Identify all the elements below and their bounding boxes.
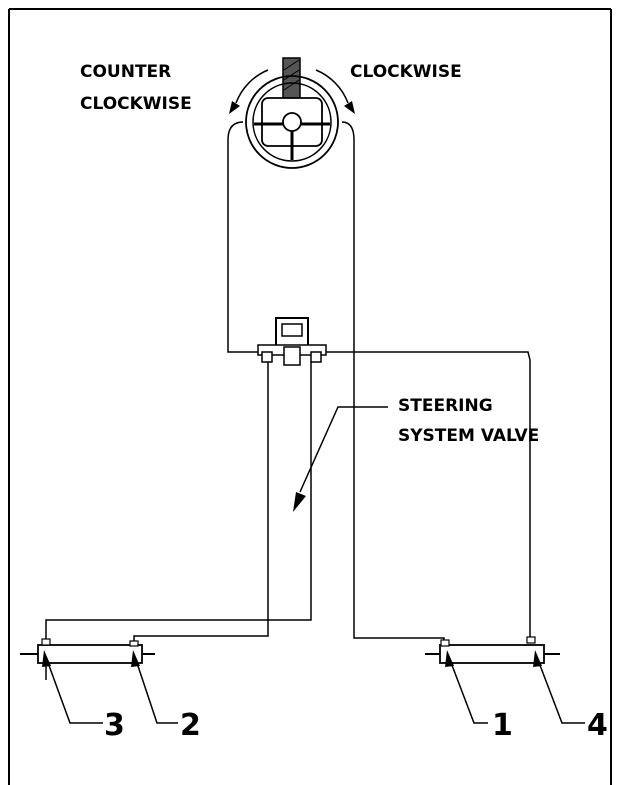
- clockwise-arrow: [315, 69, 349, 104]
- valve-leader-line: [299, 406, 388, 493]
- counter-clockwise-label-line1: COUNTER: [80, 62, 171, 82]
- steering-wheel: [229, 57, 355, 169]
- port-label-4: 4: [587, 708, 608, 743]
- clockwise-label: CLOCKWISE: [350, 62, 462, 82]
- valve-label-line1: STEERING: [398, 396, 493, 416]
- hydraulic-lines: [45, 121, 531, 645]
- counter-clockwise-label-line2: CLOCKWISE: [80, 94, 192, 114]
- counter-clockwise-arrow: [235, 69, 269, 104]
- port-label-3: 3: [104, 708, 125, 743]
- steering-column: [282, 57, 301, 99]
- cylinder-left: [20, 638, 155, 680]
- port-label-2: 2: [180, 708, 201, 743]
- cylinder-right: [425, 636, 560, 664]
- port-leaders: [42, 650, 585, 724]
- port-label-1: 1: [492, 708, 513, 743]
- valve-label-line2: SYSTEM VALVE: [398, 426, 539, 446]
- drawing-frame: [8, 8, 612, 785]
- steering-valve: [257, 317, 327, 366]
